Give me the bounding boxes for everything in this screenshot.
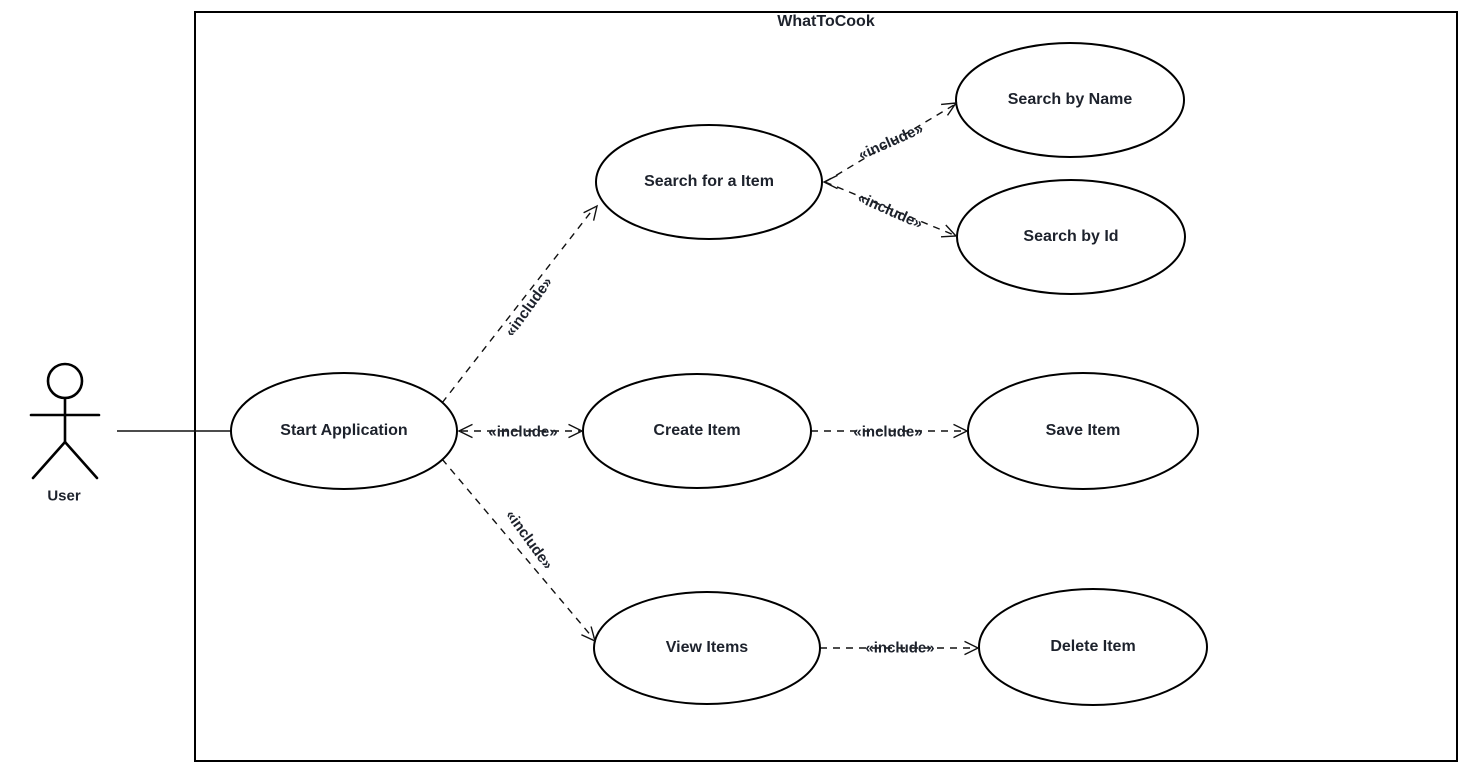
arrowhead-into-create xyxy=(568,423,584,439)
usecase-ellipse-search-by-name[interactable] xyxy=(955,42,1185,158)
usecase-ellipse-view-items[interactable] xyxy=(593,591,821,705)
edge-start-view-line xyxy=(441,458,594,639)
edge-search-byid-line xyxy=(824,181,955,236)
usecase-label-view-items: View Items xyxy=(665,638,749,656)
include-label-view-delete: «include» xyxy=(865,639,935,657)
system-boundary-box xyxy=(194,11,1458,762)
arrowhead-into-search-by-id xyxy=(940,224,958,238)
usecase-label-search-by-name: Search by Name xyxy=(1007,90,1133,108)
usecase-label-search-for-item: Search for a Item xyxy=(644,172,774,190)
arrowhead-into-save xyxy=(953,423,969,439)
system-boundary-title: WhatToCook xyxy=(777,12,875,30)
usecase-ellipse-delete-item[interactable] xyxy=(978,588,1208,706)
usecase-label-start-application: Start Application xyxy=(280,421,408,439)
arrowhead-into-search-by-name xyxy=(941,102,958,116)
usecase-label-delete-item: Delete Item xyxy=(1050,637,1136,655)
usecase-ellipse-start-application[interactable] xyxy=(230,372,458,490)
arrowhead-into-start xyxy=(457,423,473,439)
arrowhead-into-view xyxy=(581,626,597,643)
include-label-start-create: «include» xyxy=(488,423,558,441)
usecase-label-create-item: Create Item xyxy=(653,421,741,439)
include-edges xyxy=(441,104,976,649)
actor-leg-left xyxy=(31,440,67,480)
usecase-label-save-item: Save Item xyxy=(1045,421,1121,439)
actor-head xyxy=(46,362,84,400)
actor-label: User xyxy=(47,487,81,505)
arrowhead-into-search xyxy=(583,204,599,221)
actor-leg-right xyxy=(63,440,99,480)
edge-start-search-line xyxy=(441,207,595,404)
include-label-create-save: «include» xyxy=(853,423,923,441)
arrowhead-into-delete xyxy=(964,640,980,656)
arrowheads xyxy=(457,102,980,656)
usecase-label-search-by-id: Search by Id xyxy=(1023,227,1119,245)
arrowhead-into-search-right xyxy=(822,174,838,190)
usecase-ellipse-search-by-id[interactable] xyxy=(956,179,1186,295)
usecase-ellipse-search-for-item[interactable] xyxy=(595,124,823,240)
actor-stick-figure[interactable] xyxy=(29,362,101,480)
